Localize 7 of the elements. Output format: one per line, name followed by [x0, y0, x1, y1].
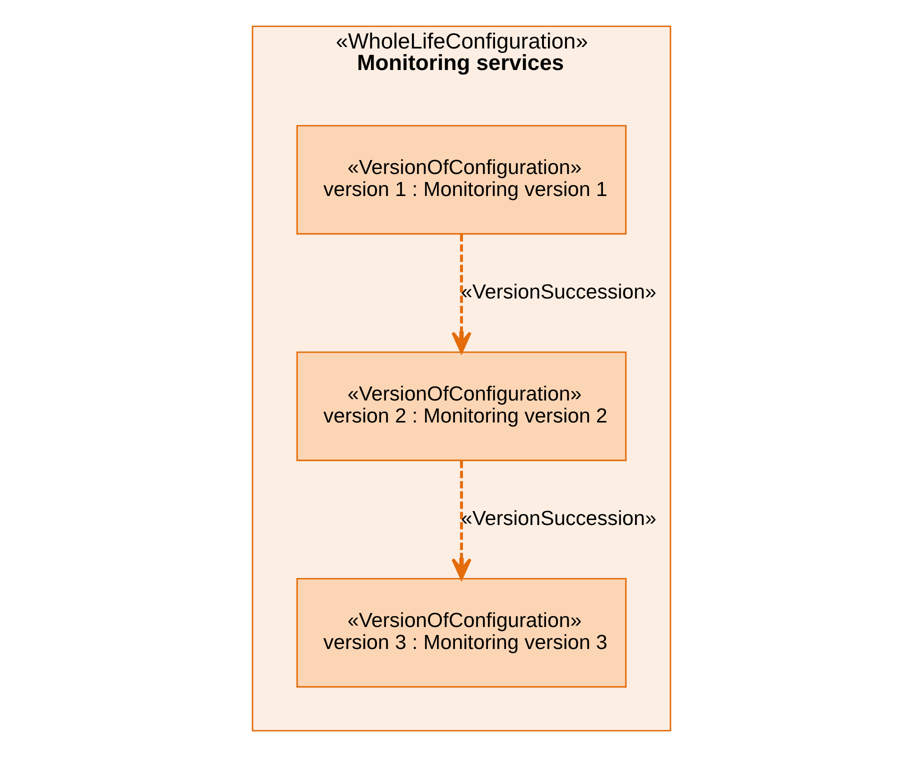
edge-label: «VersionSuccession»: [460, 506, 656, 530]
node-box: «VersionOfConfiguration» version 1 : Monitoring version 1: [296, 124, 626, 235]
arrow: [450, 460, 472, 580]
node-box: «VersionOfConfiguration» version 3 : Monitoring version 3: [296, 578, 626, 688]
edge-label: «VersionSuccession»: [460, 280, 656, 304]
node-box: «VersionOfConfiguration» version 2 : Monitoring version 2: [296, 351, 626, 462]
arrow: [450, 234, 472, 354]
